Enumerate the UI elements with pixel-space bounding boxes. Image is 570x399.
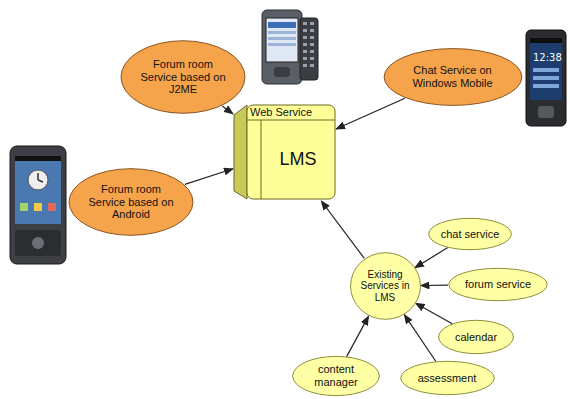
arrow-connector xyxy=(321,201,364,258)
arrow-connector xyxy=(222,106,233,114)
text-wrap: forum service xyxy=(461,278,535,291)
text-wrap: Forum room Service based on J2ME xyxy=(137,58,230,96)
text-wrap: assessment xyxy=(412,372,482,385)
box-label: LMS xyxy=(261,120,335,199)
existing-services-circle: Existing Services in LMS xyxy=(350,252,421,320)
lms-service-ellipse: calendar xyxy=(438,320,514,354)
node-text: Forum room Service based on J2ME xyxy=(137,58,230,96)
j2me-phone xyxy=(262,10,318,84)
node-text: calendar xyxy=(448,331,504,344)
windows-mobile-phone xyxy=(526,30,566,126)
arrow-connector xyxy=(415,248,448,268)
text-wrap: content manager xyxy=(304,363,369,388)
node-text: Forum room Service based on Android xyxy=(85,183,178,221)
lms-service-ellipse: content manager xyxy=(292,356,380,396)
arrow-connector xyxy=(421,285,449,286)
text-wrap: chat service xyxy=(439,228,501,241)
text-wrap: Forum room Service based on Android xyxy=(85,183,178,221)
arrow-connector xyxy=(416,303,453,324)
lms-box: Web ServiceLMS xyxy=(233,103,336,201)
service-ellipse: Forum room Service based on Android xyxy=(68,168,194,236)
service-ellipse: Chat Service on Windows Mobile xyxy=(383,48,523,106)
arrow-connector xyxy=(336,98,405,129)
node-text: Existing Services in LMS xyxy=(359,269,412,304)
phone-clock: 12:38 xyxy=(533,52,562,63)
lms-service-ellipse: assessment xyxy=(400,361,495,395)
arrow-connector xyxy=(185,169,233,185)
text-wrap: Existing Services in LMS xyxy=(359,269,412,304)
node-text: forum service xyxy=(461,278,535,291)
node-text: content manager xyxy=(304,363,369,388)
lms-service-ellipse: chat service xyxy=(428,218,512,250)
android-phone xyxy=(10,146,66,264)
service-ellipse: Forum room Service based on J2ME xyxy=(120,40,246,114)
node-text: chat service xyxy=(439,228,501,241)
node-text: Chat Service on Windows Mobile xyxy=(401,64,505,89)
arrow-connector xyxy=(404,315,436,362)
box-heading: Web Service xyxy=(250,106,312,119)
text-wrap: Chat Service on Windows Mobile xyxy=(401,64,505,89)
node-text: assessment xyxy=(412,372,482,385)
text-wrap: calendar xyxy=(448,331,504,344)
arrow-connector xyxy=(347,316,369,357)
lms-service-ellipse: forum service xyxy=(448,268,548,301)
